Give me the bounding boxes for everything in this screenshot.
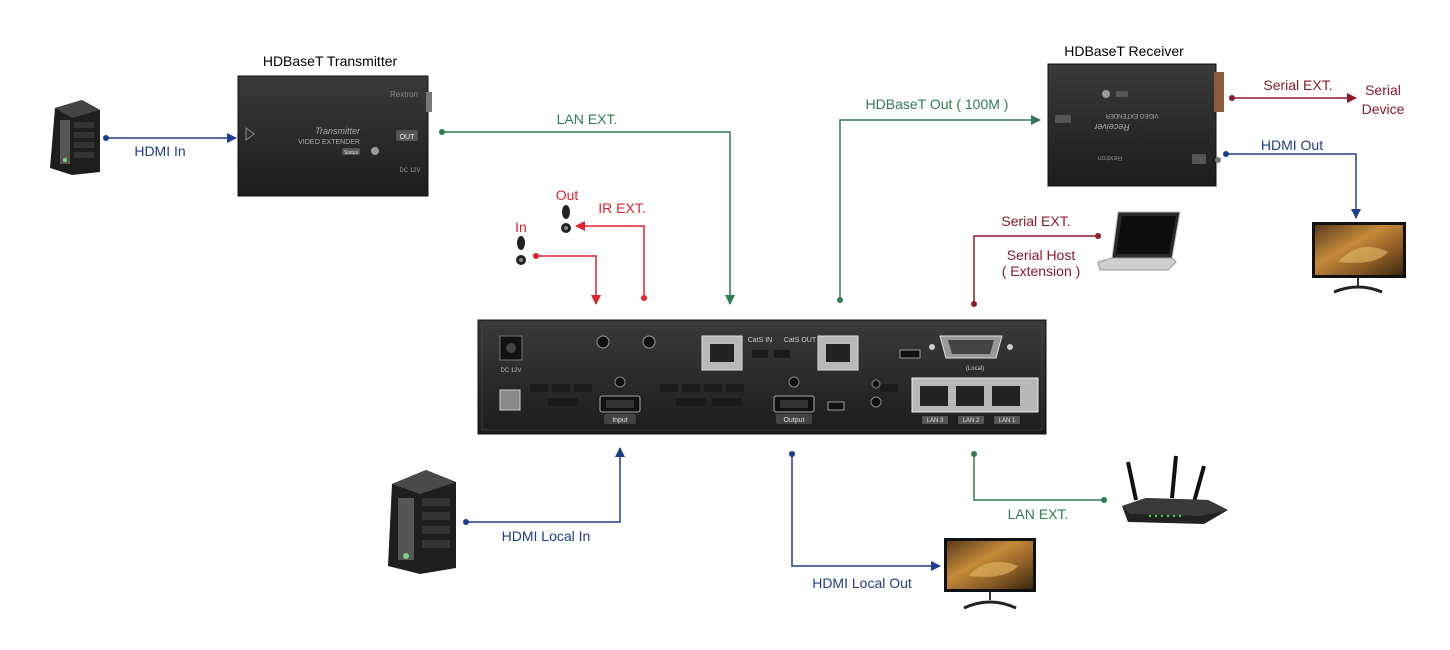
monitor-icon (1312, 222, 1406, 294)
hdbaset-out-label: HDBaseT Out ( 100M ) (866, 96, 1009, 112)
serial-device-label-2: Device (1362, 101, 1405, 117)
hdbaset-receiver: HDBaseT Receiver Receiver VIDEO EXTENDER… (1047, 43, 1224, 187)
lan-port-3-label: LAN 3 (927, 418, 944, 424)
transmitter-power-label: DC 12V (399, 168, 420, 174)
receiver-serial-connection: Serial EXT. Serial Device (1229, 77, 1405, 117)
laptop-icon (1097, 211, 1181, 271)
cat-out-label: CatS OUT (784, 337, 817, 344)
lan-ext-bottom-label: LAN EXT. (1008, 506, 1069, 522)
hdmi-local-out-connection: HDMI Local Out (789, 451, 941, 591)
hdmi-local-out-label: HDMI Local Out (812, 575, 912, 591)
hdbaset-out-connection: HDBaseT Out ( 100M ) (837, 96, 1041, 303)
cat-in-label: CatS IN (748, 337, 773, 344)
lan-ext-bottom-connection: LAN EXT. (971, 451, 1107, 522)
input-port-label: Input (612, 417, 628, 424)
pc-tower-icon (50, 100, 100, 175)
status-led-icon (371, 147, 379, 155)
transmitter-out-port: OUT (400, 134, 416, 141)
serial-host-label-1: Serial Host (1007, 247, 1076, 263)
transmitter-status-label: Status (344, 150, 359, 156)
lan-port-1-label: LAN 1 (999, 418, 1016, 424)
ir-in-connection: In (515, 219, 601, 305)
transmitter-model: Transmitter (315, 126, 361, 136)
hdmi-local-in-label: HDMI Local In (502, 528, 591, 544)
serial-local-label: (Local) (966, 366, 984, 372)
transmitter-brand: Rextron (390, 90, 418, 99)
hdbaset-transmitter: HDBaseT Transmitter Rextron Transmitter … (237, 53, 432, 197)
serial-host-ext-label: Serial EXT. (1001, 213, 1070, 229)
receiver-model: Receiver (1093, 122, 1130, 132)
hdmi-in-connection: HDMI In (103, 133, 237, 159)
input-triangle-icon (245, 127, 255, 141)
router-icon (1122, 455, 1228, 524)
lan-ext-top-label: LAN EXT. (557, 111, 618, 127)
ir-out-label: Out (556, 187, 579, 203)
main-power-label: DC 12V (500, 368, 521, 374)
receiver-brand: Rextron (1098, 154, 1123, 161)
lan-port-2-label: LAN 2 (963, 418, 980, 424)
ir-out-connection: Out IR EXT. (556, 187, 647, 301)
receiver-serial-ext-label: Serial EXT. (1263, 77, 1332, 93)
ir-emitter-icon (561, 205, 571, 233)
serial-host-label-2: ( Extension ) (1002, 263, 1081, 279)
hdmi-in-label: HDMI In (134, 143, 185, 159)
hdmi-local-in-connection: HDMI Local In (463, 447, 625, 544)
receiver-led-icon (1102, 90, 1110, 98)
ir-receiver-icon (516, 236, 526, 265)
pc-tower-local-icon (388, 470, 456, 574)
hdmi-out-label: HDMI Out (1261, 137, 1323, 153)
serial-host-connection: Serial EXT. Serial Host ( Extension ) (971, 213, 1101, 307)
output-port-label: Output (783, 417, 804, 424)
main-extender-unit: DC 12V Input CatS IN (477, 319, 1047, 435)
ir-in-label: In (515, 219, 527, 235)
ir-ext-label: IR EXT. (598, 200, 645, 216)
transmitter-model-sub: VIDEO EXTENDER (298, 139, 360, 146)
receiver-title: HDBaseT Receiver (1064, 43, 1184, 59)
receiver-model-sub: VIDEO EXTENDER (1105, 112, 1159, 118)
lan-ext-top-connection: LAN EXT. (439, 111, 735, 305)
monitor-local-icon (944, 538, 1036, 610)
transmitter-title: HDBaseT Transmitter (263, 53, 398, 69)
hdmi-out-connection: HDMI Out (1223, 137, 1361, 219)
serial-device-label-1: Serial (1365, 82, 1401, 98)
